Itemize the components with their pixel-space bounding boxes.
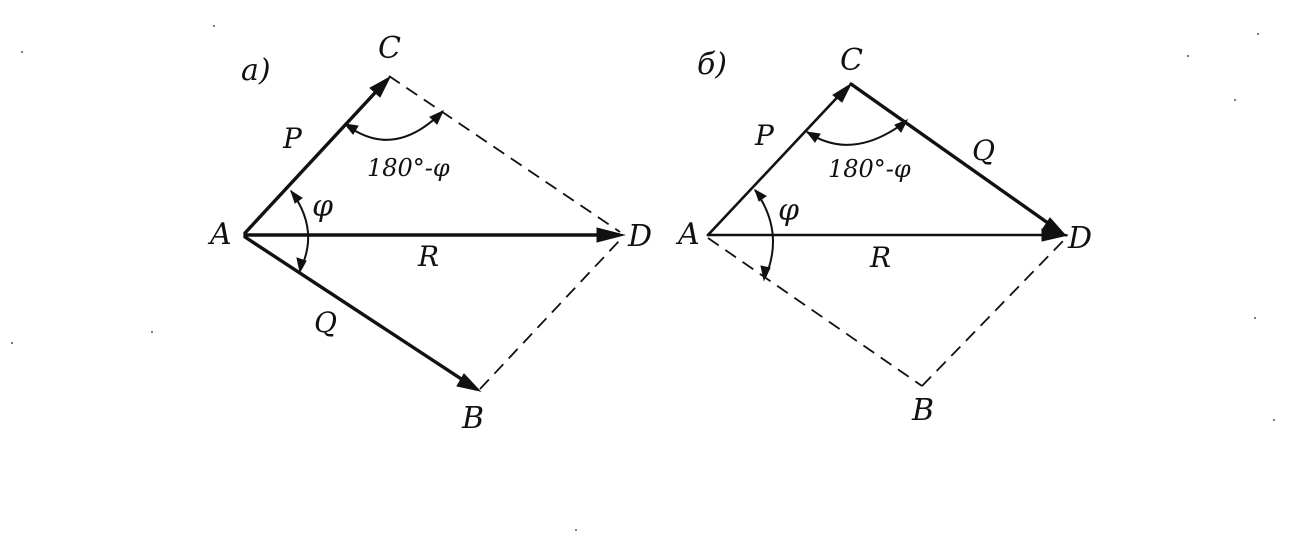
panel-b-side-ab [707, 237, 923, 387]
panel-a-arrowhead-r [596, 227, 626, 243]
panel-a-vector-p [243, 80, 387, 235]
panel-a-arrowhead-q [456, 373, 482, 392]
panel-b-label: б) [697, 47, 727, 82]
panel-b-angle-supplement-arrow-right [894, 119, 909, 133]
panel-b-point-b: B [911, 393, 934, 428]
panel-a-side-bd [479, 239, 621, 390]
panel-a-label: а) [241, 53, 271, 88]
scan-noise [11, 25, 1275, 531]
panel-a-angle-supplement-label: 180°-φ [367, 154, 450, 182]
panel-a-vector-q [243, 235, 474, 388]
panel-b-angle-supplement-arc [806, 121, 906, 146]
panel-a-angle-supplement-arrow-left [343, 123, 359, 135]
panel-a-arrowhead-p [369, 75, 392, 98]
panel-a-point-a: A [207, 217, 232, 252]
panel-a-vector-p-label: P [282, 122, 303, 155]
panel-b-angle-supplement-arrow-left [805, 131, 821, 143]
panel-b-vector-p-label: P [754, 119, 775, 152]
panel-b-side-bd [921, 239, 1065, 387]
panel-b-arrowhead-p [832, 82, 853, 103]
panel-a-vector-q-label: Q [314, 306, 337, 339]
panel-a-angle-phi-arrow-bottom [296, 257, 307, 274]
panel-a-point-d: D [627, 219, 652, 254]
panel-a: а) C A D B P Q R φ 180°-φ [207, 31, 652, 436]
panel-b-point-c: C [840, 43, 863, 78]
panel-b: б) C A D B P Q R φ 180°-φ [675, 43, 1092, 428]
panel-a-angle-supplement-arrow-right [429, 109, 445, 125]
panel-b-angle-phi-arrow-bottom [760, 265, 771, 282]
panel-b-angle-supplement-label: 180°-φ [828, 155, 911, 183]
panel-a-side-cd [388, 75, 621, 233]
panel-a-angle-phi-arrow-top [290, 189, 303, 204]
panel-b-vector-q [849, 82, 1057, 230]
panel-b-angle-phi-label: φ [778, 193, 799, 228]
panel-b-vector-r-label: R [869, 241, 891, 274]
panel-a-angle-phi-arc [290, 190, 310, 271]
panel-a-point-c: C [378, 31, 401, 66]
panel-b-point-d: D [1067, 221, 1092, 256]
panel-b-arrowhead-r [1041, 228, 1069, 242]
panel-a-vector-r-label: R [417, 240, 439, 273]
panel-b-vector-q-label: Q [972, 134, 995, 167]
panel-b-point-a: A [675, 217, 700, 252]
panel-b-vector-p [706, 86, 848, 237]
panel-b-angle-phi-arrow-top [754, 188, 767, 202]
panel-a-angle-phi-label: φ [312, 189, 333, 224]
panel-a-angle-supplement-arc [344, 113, 441, 141]
panel-a-point-b: B [461, 401, 484, 436]
